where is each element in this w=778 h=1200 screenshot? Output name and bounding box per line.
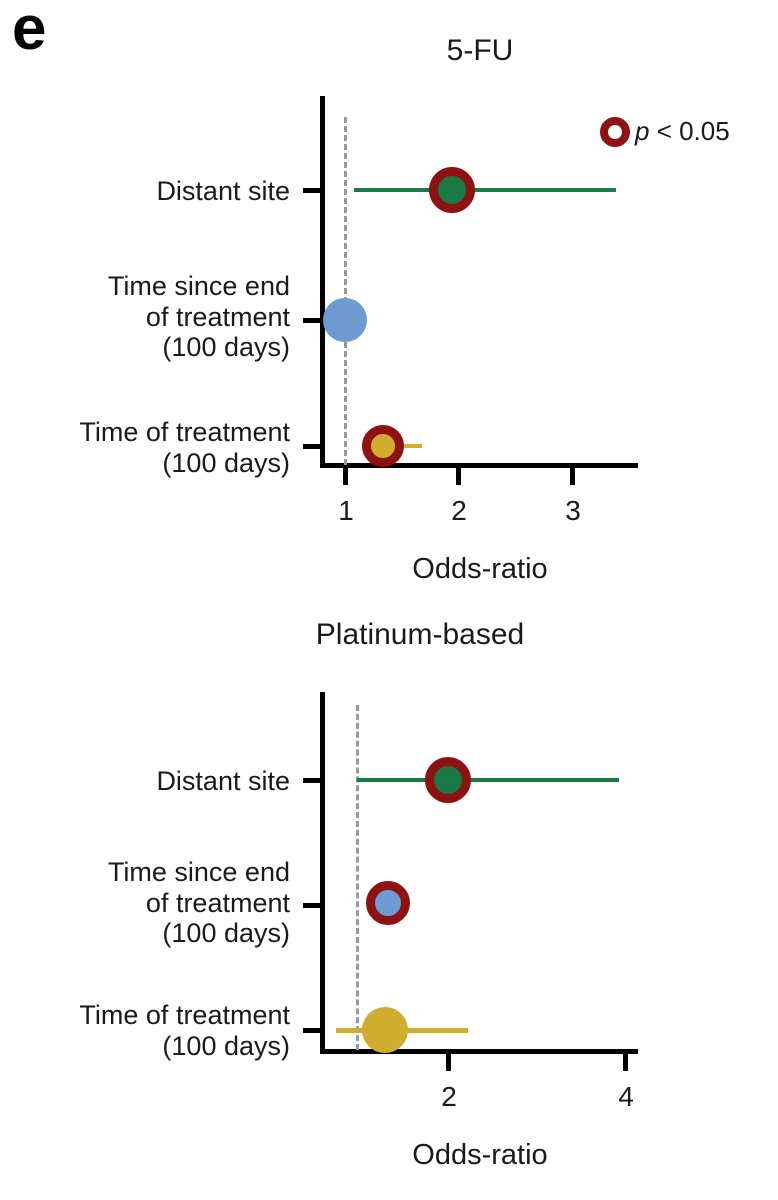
y-tick-distant-site bbox=[303, 188, 320, 193]
x-axis-spine bbox=[320, 463, 638, 468]
ci-bar-distant-site bbox=[354, 188, 616, 192]
x-axis-title-platinum: Odds-ratio bbox=[412, 1139, 548, 1171]
y-label-time-since-end: Time since end of treatment (100 days) bbox=[107, 271, 290, 362]
panel-letter: e bbox=[12, 0, 46, 63]
x-tick-2 bbox=[446, 1054, 451, 1071]
marker-distant-site bbox=[429, 167, 475, 213]
reference-line-or-1 bbox=[356, 705, 359, 1050]
y-tick-time-since-end bbox=[303, 318, 320, 323]
reference-line-or-1 bbox=[344, 117, 347, 465]
x-tick-label-4: 4 bbox=[618, 1081, 634, 1112]
x-tick-label-2: 2 bbox=[451, 495, 467, 526]
x-axis-spine bbox=[320, 1049, 638, 1054]
x-axis-title-5fu: Odds-ratio bbox=[412, 553, 548, 585]
x-tick-label-3: 3 bbox=[565, 495, 581, 526]
marker-distant-site bbox=[425, 757, 471, 803]
y-tick-distant-site bbox=[303, 778, 320, 783]
y-label-time-of-treatment: Time of treatment (100 days) bbox=[79, 417, 290, 478]
y-label-distant-site: Distant site bbox=[156, 766, 290, 796]
chart-title-platinum: Platinum-based bbox=[315, 618, 525, 651]
x-tick-1 bbox=[343, 468, 348, 485]
y-tick-time-of-treatment bbox=[303, 444, 320, 449]
marker-time-of-treatment bbox=[362, 1007, 408, 1053]
ci-bar-distant-site bbox=[357, 778, 619, 782]
marker-time-of-treatment bbox=[362, 425, 404, 467]
marker-time-since-end bbox=[323, 298, 367, 342]
x-tick-2 bbox=[456, 468, 461, 485]
y-label-distant-site: Distant site bbox=[156, 176, 290, 206]
x-tick-4 bbox=[623, 1054, 628, 1071]
marker-time-since-end bbox=[366, 881, 410, 925]
x-tick-label-1: 1 bbox=[338, 495, 354, 526]
chart-platinum: Platinum-based Distant site Time since e… bbox=[0, 600, 778, 1200]
chart-5fu: 5-FU p < 0.05 Distant site Time since en… bbox=[79, 34, 730, 585]
chart-title-5fu: 5-FU bbox=[446, 34, 514, 67]
legend-significance: p < 0.05 bbox=[600, 116, 730, 147]
x-tick-3 bbox=[570, 468, 575, 485]
y-tick-time-since-end bbox=[303, 903, 320, 908]
y-axis-spine bbox=[320, 692, 325, 1054]
significance-ring-icon bbox=[600, 116, 630, 147]
y-tick-time-of-treatment bbox=[303, 1028, 320, 1033]
x-tick-label-2: 2 bbox=[441, 1081, 457, 1112]
legend-label: p < 0.05 bbox=[635, 116, 730, 146]
y-label-time-of-treatment: Time of treatment (100 days) bbox=[79, 1000, 290, 1061]
y-axis-spine bbox=[320, 96, 325, 468]
y-label-time-since-end: Time since end of treatment (100 days) bbox=[107, 857, 290, 948]
